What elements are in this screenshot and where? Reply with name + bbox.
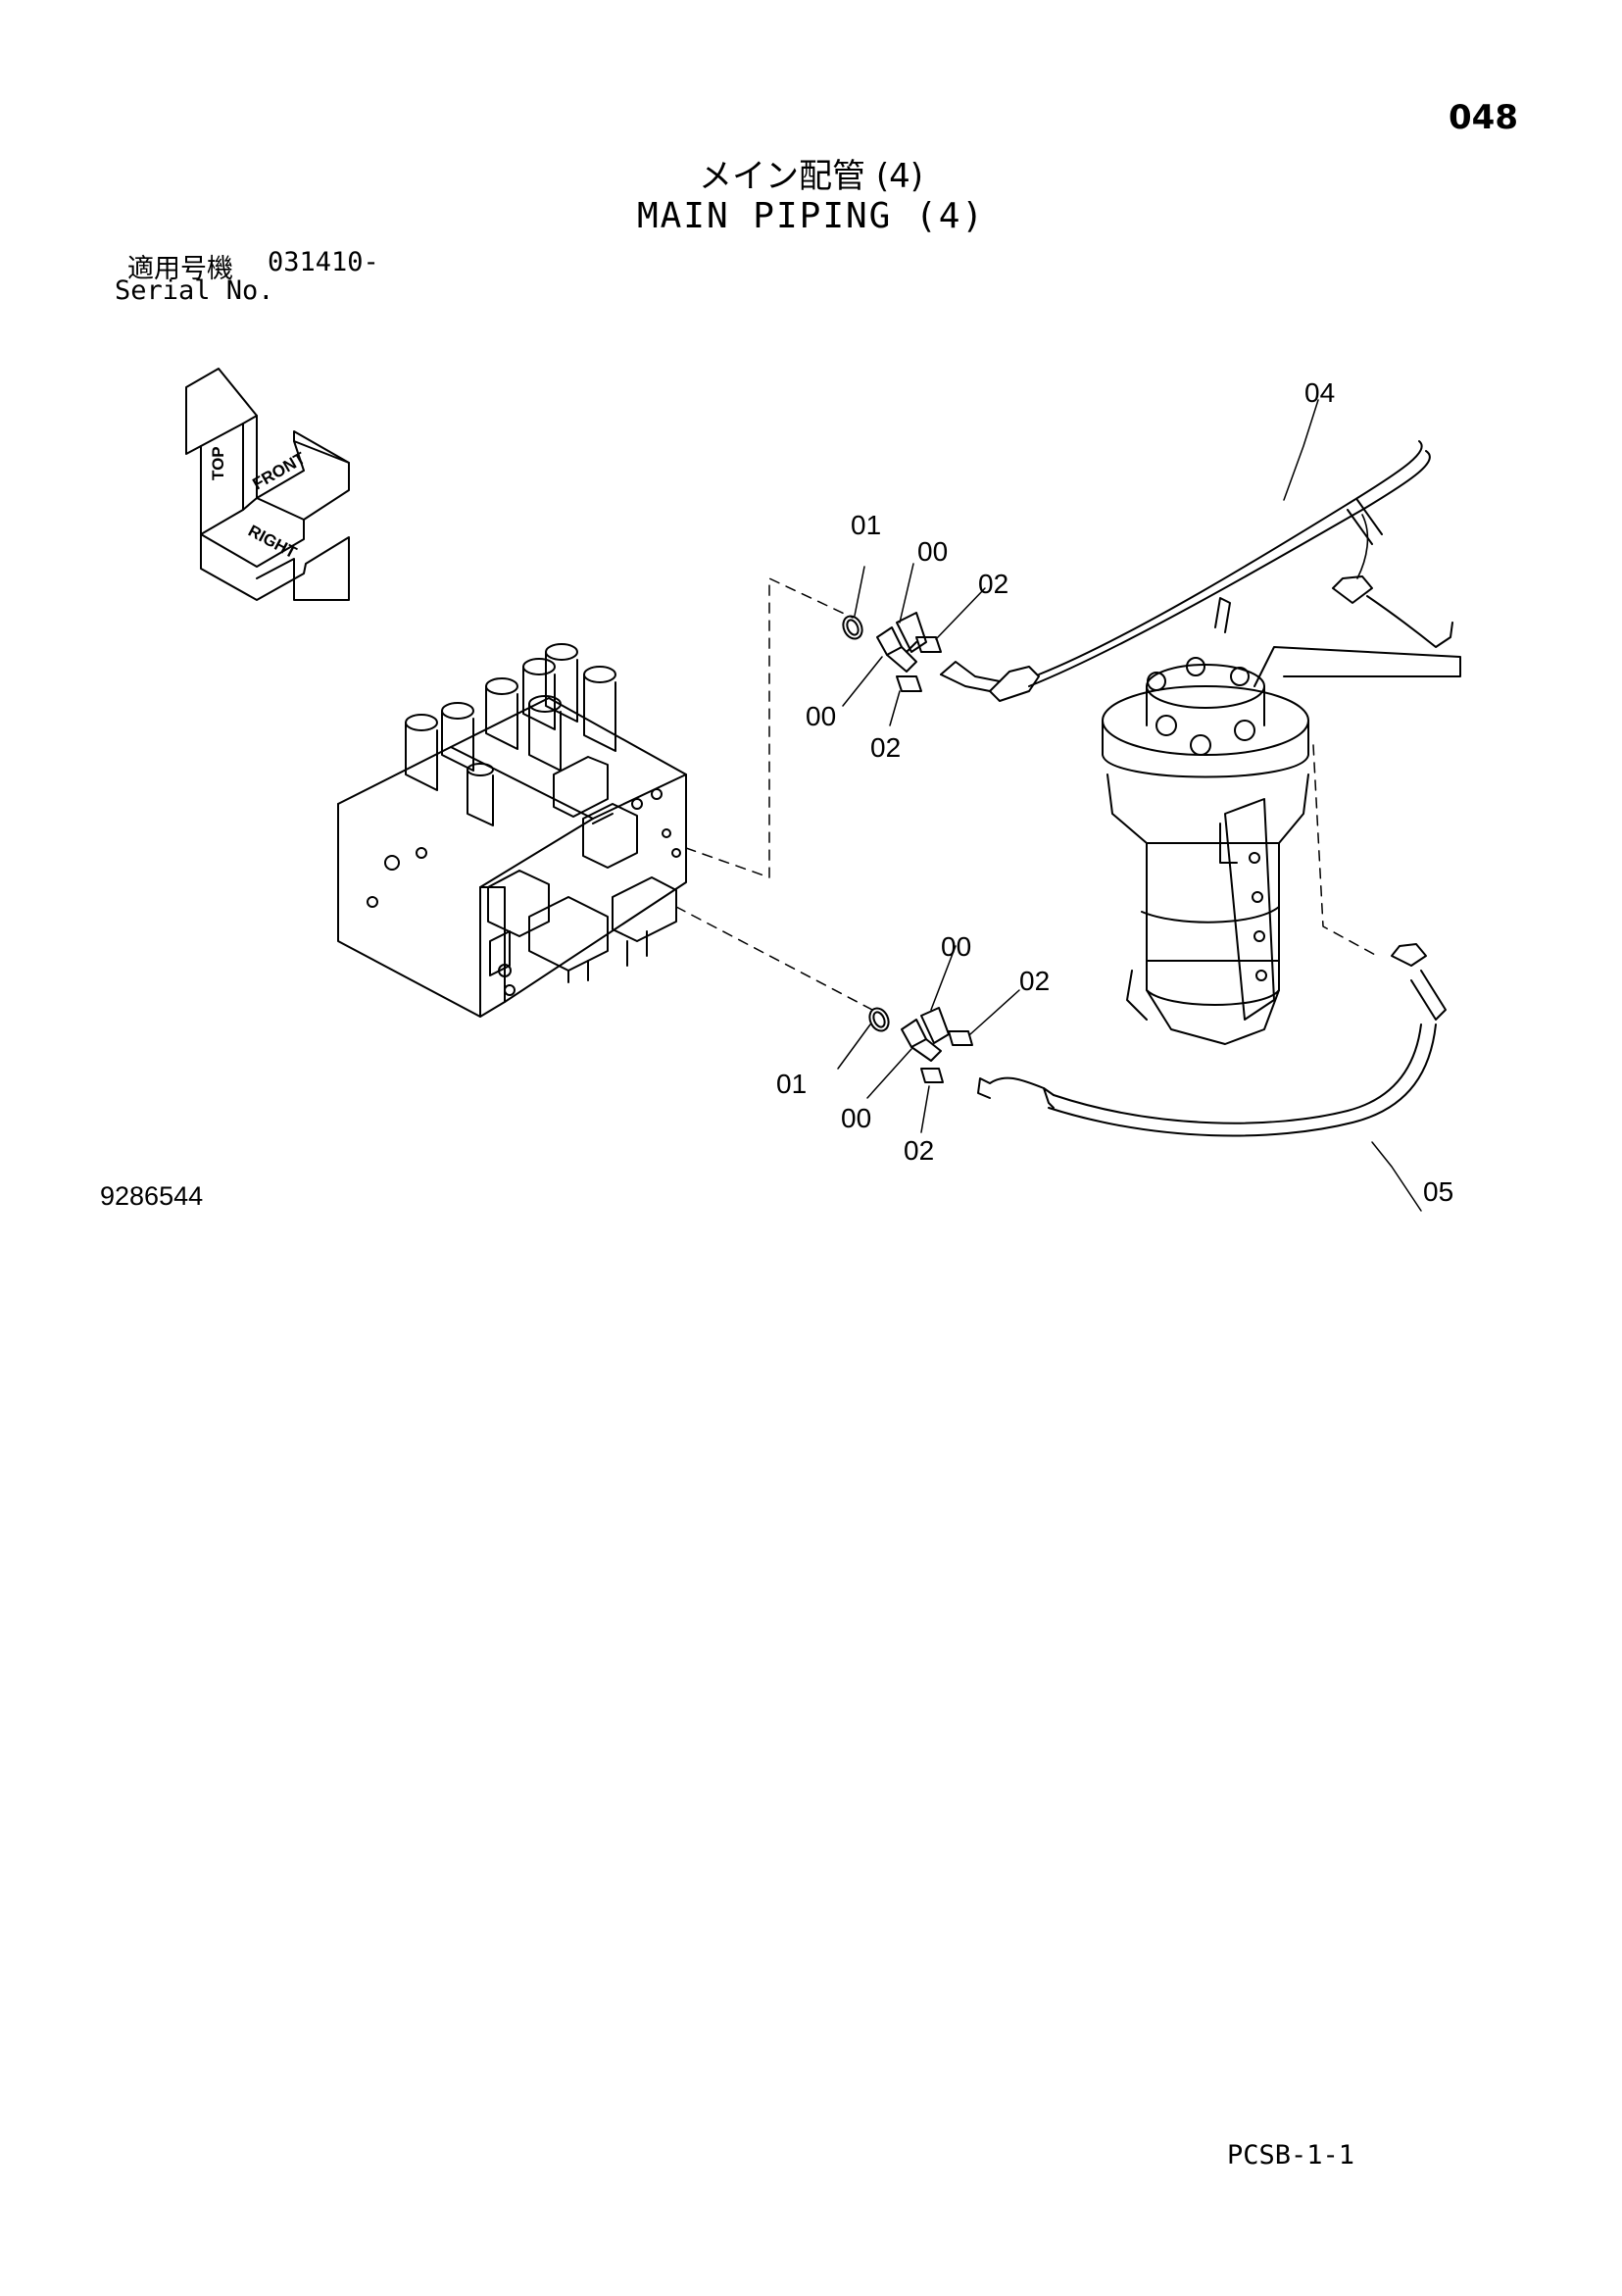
callout-leaders [837, 399, 1422, 1212]
lower-guide-line [1312, 744, 1378, 957]
assembly-guide-lines [675, 577, 873, 1011]
callout-01-lower: 01 [776, 1069, 807, 1099]
serial-number-value: 031410- [268, 247, 379, 277]
page-number: 048 [1449, 98, 1518, 137]
serial-label-japanese: 適用号機 [127, 254, 233, 284]
callout-05: 05 [1423, 1176, 1453, 1207]
page-title-japanese: メイン配管 (4) [699, 157, 923, 196]
callout-04: 04 [1304, 377, 1335, 408]
lower-flange-clamp [868, 1007, 973, 1083]
control-valve-block [337, 643, 687, 1018]
callout-01-upper: 01 [851, 510, 881, 540]
callout-02-lower-b: 02 [904, 1135, 934, 1166]
center-joint [1102, 597, 1461, 1045]
orientation-right-label: RIGHT [245, 522, 300, 563]
orientation-top-label: TOP [209, 446, 227, 480]
upper-flange-clamp [842, 612, 942, 692]
hose-05 [977, 943, 1447, 1137]
sheet-code: PCSB-1-1 [1227, 2140, 1355, 2171]
drawing-number: 9286544 [100, 1181, 204, 1211]
callout-numbers: 01 00 02 00 02 04 00 02 01 00 02 05 [776, 377, 1453, 1207]
orientation-indicator: TOP FRONT RIGHT [185, 368, 350, 601]
callout-00-upper-a: 00 [917, 536, 948, 567]
page-title-english: MAIN PIPING (4) [636, 196, 986, 236]
callout-00-lower-b: 00 [841, 1103, 871, 1133]
callout-00-upper-b: 00 [806, 701, 836, 731]
hose-04 [1028, 440, 1453, 687]
callout-00-lower-a: 00 [941, 931, 971, 962]
callout-02-lower-a: 02 [1019, 966, 1050, 996]
upper-pipe-fitting [940, 661, 1040, 702]
serial-label-english: Serial No. [115, 275, 274, 306]
orientation-front-label: FRONT [250, 448, 310, 493]
callout-02-upper-b: 02 [870, 732, 901, 763]
callout-02-upper-a: 02 [978, 569, 1008, 599]
